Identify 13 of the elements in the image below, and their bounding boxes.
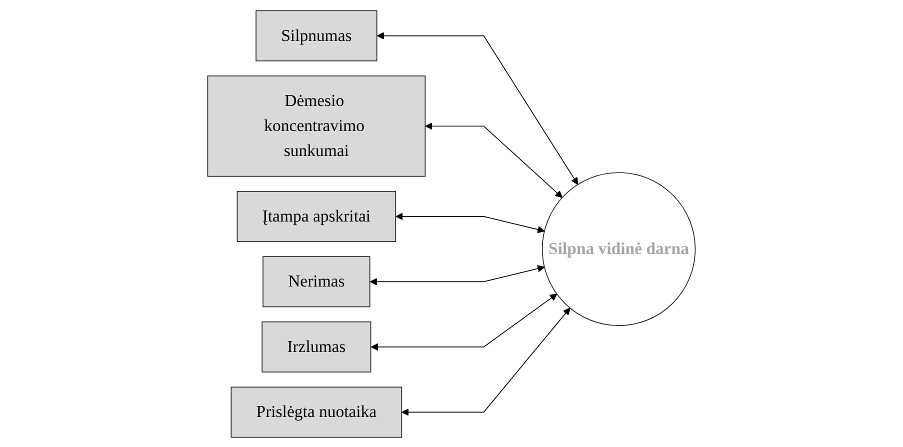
arrow	[396, 212, 545, 233]
node-box: Dėmesio koncentravimo sunkumai	[207, 75, 426, 176]
arrow	[376, 32, 578, 184]
arrow	[370, 293, 558, 350]
node-box: Įtampa apskritai	[236, 190, 396, 242]
node-box: Prislėgta nuotaika	[230, 386, 402, 438]
node-box: Irzlumas	[262, 320, 372, 372]
arrow	[425, 122, 563, 198]
arrow	[370, 264, 545, 285]
node-box: Silpnumas	[256, 10, 378, 61]
node-circle: Silpna vidinė darna	[542, 172, 696, 326]
arrow	[402, 307, 570, 416]
node-box: Nerimas	[262, 256, 370, 307]
